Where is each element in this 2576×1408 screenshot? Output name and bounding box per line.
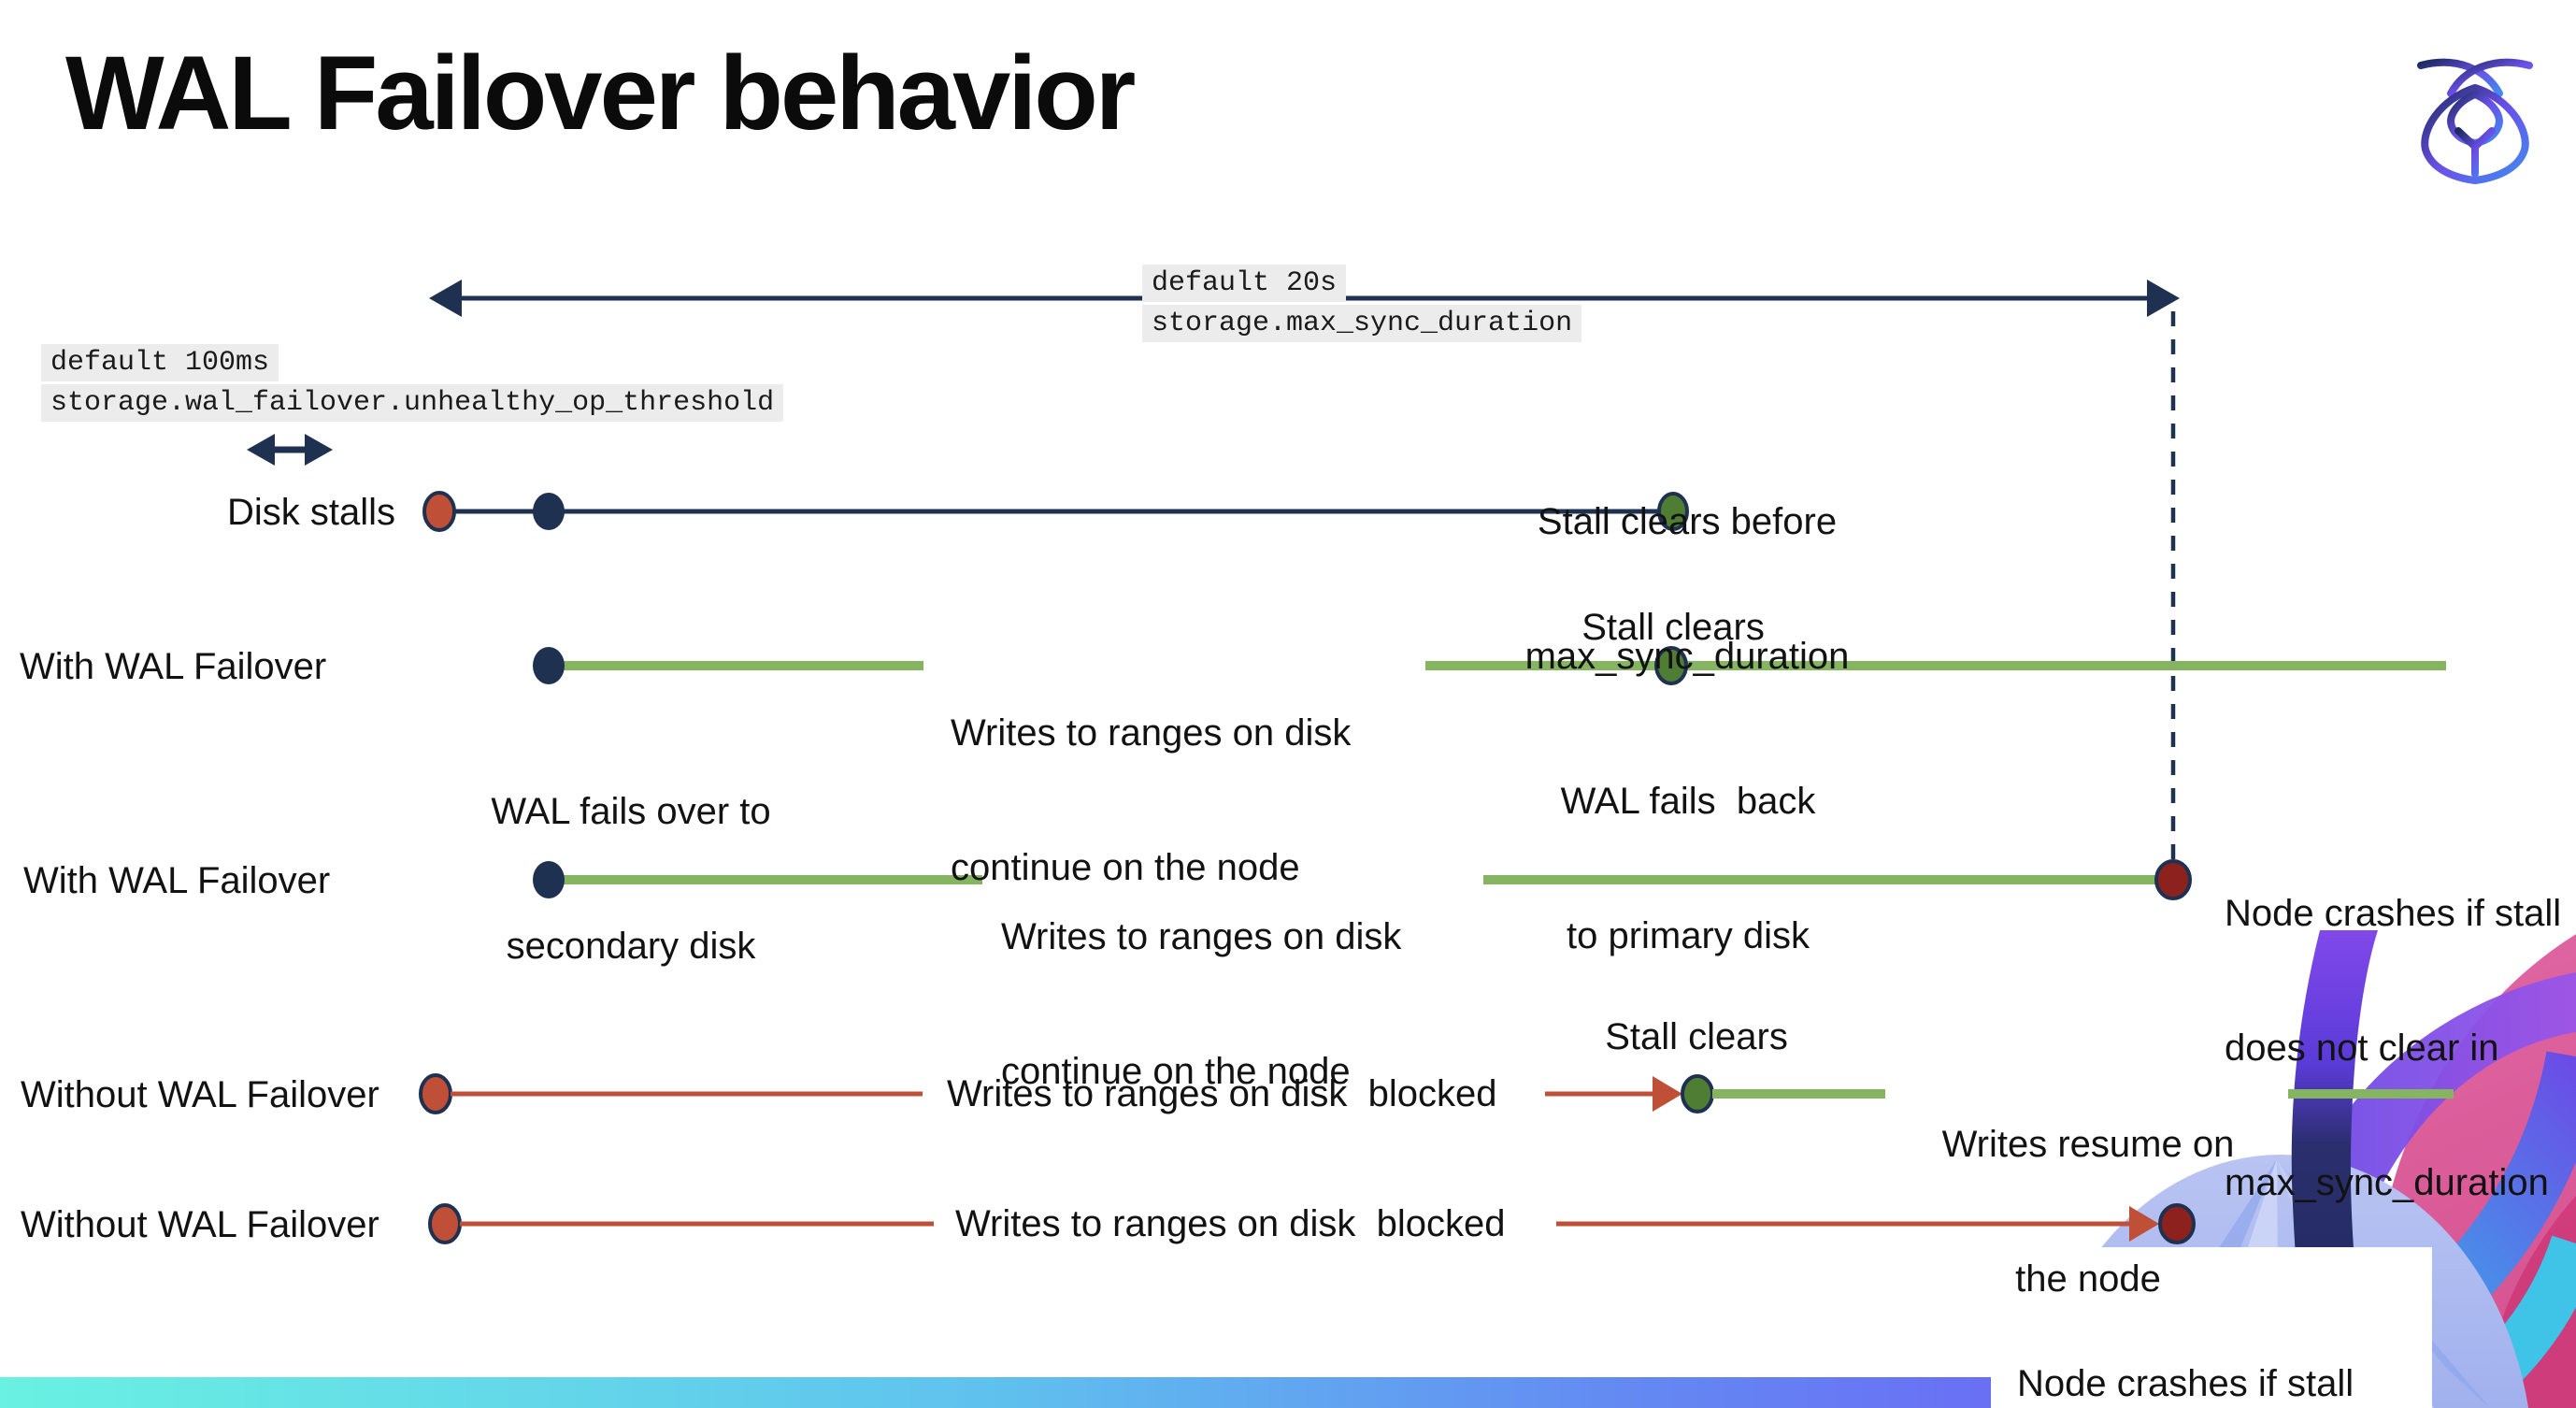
page-title: WAL Failover behavior xyxy=(65,35,1136,151)
crash-dot xyxy=(2158,1203,2196,1244)
red-arrowhead xyxy=(2129,1206,2159,1242)
logo-stem xyxy=(2454,127,2496,178)
logo-body xyxy=(2421,84,2529,184)
unhealthy-op-threshold-arrow xyxy=(247,434,333,466)
stall-start-dot xyxy=(419,1073,452,1114)
callout-line: Writes to ranges on disk xyxy=(951,712,1352,754)
timeline-without-wal-failover-2 xyxy=(428,1203,2196,1244)
timeline-with-wal-failover-2 xyxy=(533,859,2192,900)
callout-line: does not clear in xyxy=(2225,1027,2499,1069)
callout-line: Node crashes if stall xyxy=(2225,893,2562,934)
callout-line: continue on the node xyxy=(1001,1051,1351,1092)
failover-dot xyxy=(533,861,565,898)
callout-writes-resume: Writes resume on the node xyxy=(1916,1032,2260,1391)
callout-line: WAL fails back xyxy=(1560,781,1816,822)
row-label-with-wal-failover-1: With WAL Failover xyxy=(20,646,327,687)
callout-writes-blocked-1: Writes to ranges on disk blocked xyxy=(947,1073,1497,1114)
setting-name: storage.max_sync_duration xyxy=(1142,305,1582,342)
stall-clears-dot xyxy=(1681,1074,1714,1113)
timeline-without-wal-failover-1 xyxy=(419,1073,2454,1114)
callout-node-crashes-2: Node crashes if stall does not clear in … xyxy=(2017,1272,2354,1408)
setting-default-value: default 20s xyxy=(1142,265,1347,302)
callout-wal-fails-over: WAL fails over to secondary disk xyxy=(458,699,804,1058)
row-label-disk-stalls: Disk stalls xyxy=(227,492,396,533)
timeline-with-wal-failover-1 xyxy=(533,646,2446,685)
callout-line: the node xyxy=(2015,1258,2161,1300)
logo-antenna-left xyxy=(2417,58,2503,97)
red-arrowhead xyxy=(1653,1076,1682,1112)
callout-line: WAL fails over to xyxy=(491,791,771,832)
callout-node-crashes-1: Node crashes if stall does not clear in … xyxy=(2225,801,2561,1295)
callout-line: continue on the node xyxy=(951,847,1300,888)
callout-line: secondary disk xyxy=(506,926,756,967)
callout-wal-fails-back: WAL fails back to primary disk xyxy=(1514,689,1862,1048)
row-label-without-wal-failover-1: Without WAL Failover xyxy=(21,1074,379,1115)
callout-line: to primary disk xyxy=(1566,915,1810,956)
threshold-dot xyxy=(533,493,565,530)
callout-line: Stall clears before xyxy=(1537,501,1838,542)
failback-dot xyxy=(1654,646,1688,685)
callout-stall-clears-row4: Stall clears xyxy=(1605,1016,1788,1057)
row-label-without-wal-failover-2: Without WAL Failover xyxy=(21,1204,379,1245)
logo-antenna-right xyxy=(2447,58,2533,97)
crash-dot xyxy=(2154,859,2192,900)
brand-art-purple-band xyxy=(2307,972,2576,1200)
setting-name: storage.wal_failover.unhealthy_op_thresh… xyxy=(41,384,784,422)
max-sync-duration-label: default 20s storage.max_sync_duration xyxy=(1142,265,1582,342)
stall-clears-dot xyxy=(1657,492,1689,531)
callout-stall-clears-before: Stall clears before max_sync_duration xyxy=(1514,409,1860,769)
callout-line: max_sync_duration xyxy=(2225,1162,2549,1203)
callout-line: max_sync_duration xyxy=(1524,636,1850,677)
callout-line: Node crashes if stall xyxy=(2017,1363,2354,1404)
cockroachdb-logo xyxy=(2417,58,2533,184)
callout-writes-continue-1: Writes to ranges on disk continue on the… xyxy=(951,621,1351,980)
timeline-disk-stalls xyxy=(422,491,1689,532)
callout-line: Writes resume on xyxy=(1941,1124,2235,1165)
callout-writes-blocked-2: Writes to ranges on disk blocked xyxy=(955,1203,1506,1244)
crash-callout-box xyxy=(1991,1247,2432,1408)
setting-default-value: default 100ms xyxy=(41,344,279,381)
failover-dot xyxy=(533,647,565,684)
callout-writes-continue-2: Writes to ranges on disk continue on the… xyxy=(1001,825,1401,1184)
stall-start-dot xyxy=(428,1203,462,1244)
callout-stall-clears-row2: Stall clears xyxy=(1581,607,1765,648)
callout-line: Writes to ranges on disk xyxy=(1001,916,1402,957)
row-label-with-wal-failover-2: With WAL Failover xyxy=(23,860,331,901)
unhealthy-op-threshold-label: default 100ms storage.wal_failover.unhea… xyxy=(41,344,784,422)
stall-start-dot xyxy=(422,491,456,532)
